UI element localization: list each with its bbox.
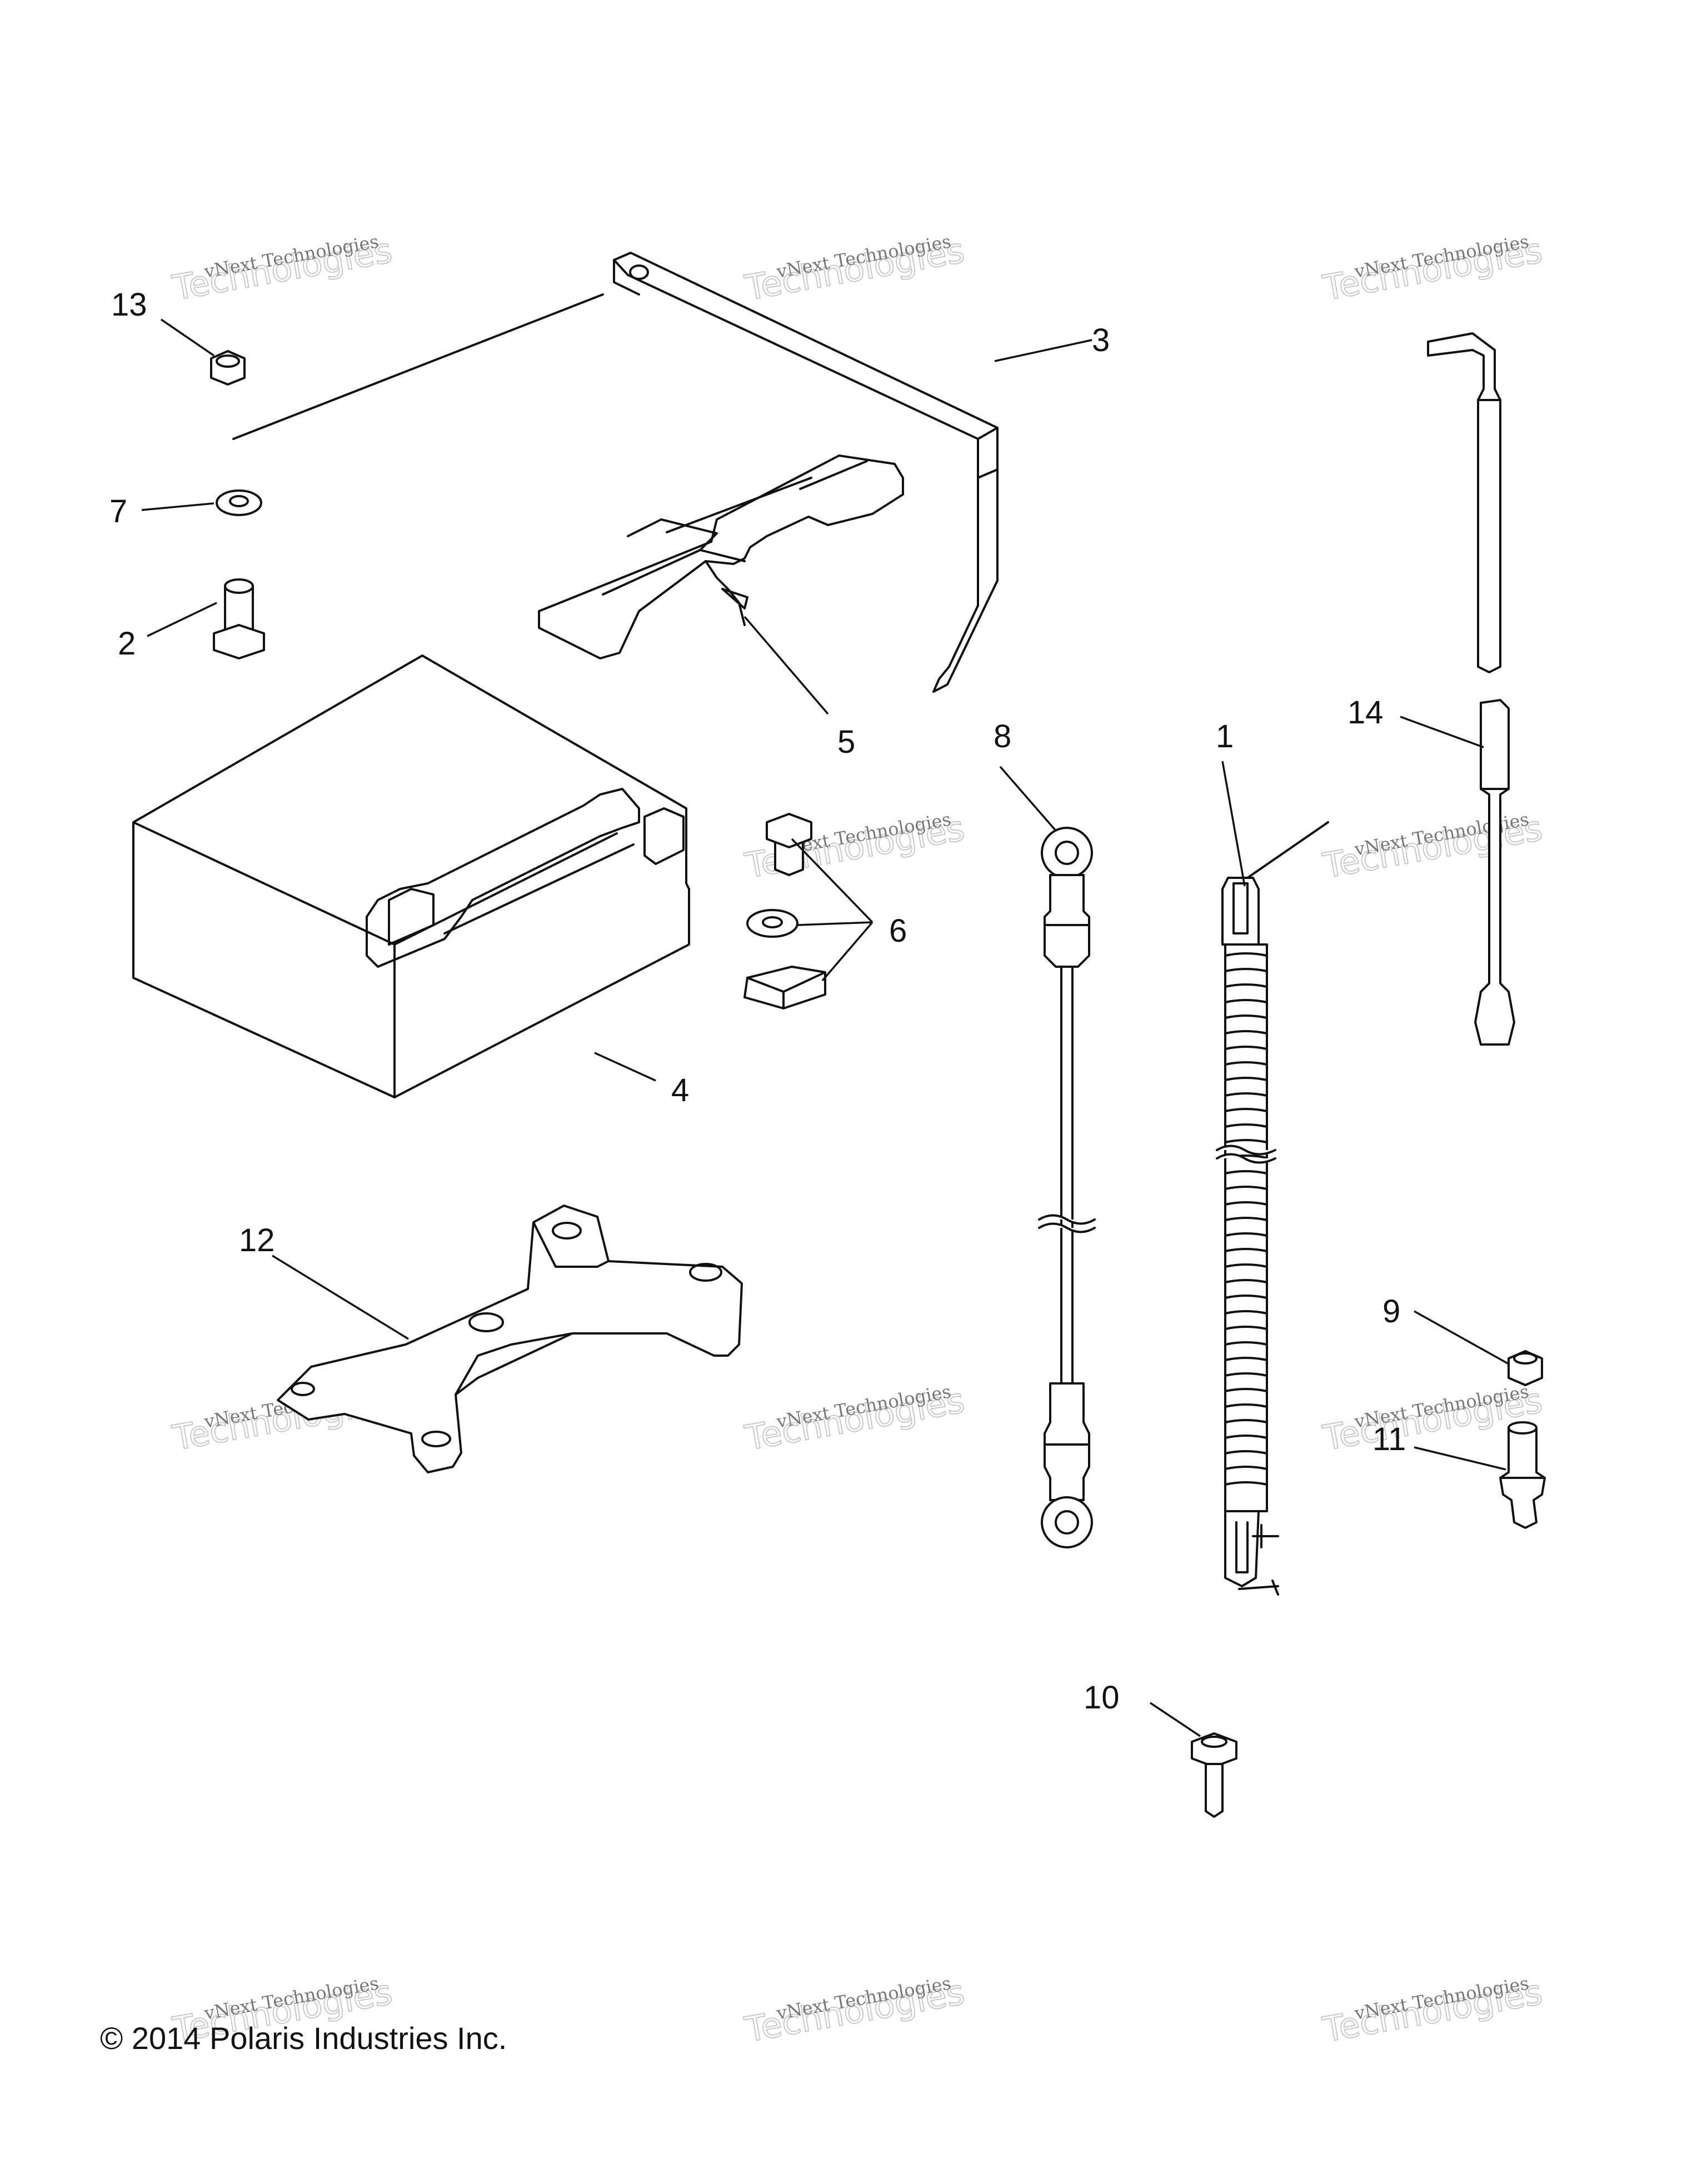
callout-12: 12: [239, 1222, 275, 1258]
vent-tube-rib: [1224, 1341, 1268, 1346]
part-5-battery-bracket: [538, 454, 904, 659]
vent-tube-rib: [1224, 1372, 1268, 1377]
vent-tube-rib: [1224, 1014, 1268, 1019]
part-10-flange-bolt: [1191, 1732, 1237, 1818]
vent-tube-rib: [1224, 1077, 1268, 1081]
part-11-stud-bolt: [1499, 1421, 1546, 1529]
callout-5: 5: [837, 724, 855, 760]
vent-tube-rib: [1224, 999, 1268, 1003]
vent-tube-rib: [1224, 1481, 1268, 1486]
callout-13: 13: [111, 287, 147, 323]
vent-tube-rib: [1224, 968, 1268, 972]
callout-8: 8: [994, 718, 1011, 754]
part-8-battery-cable: [1038, 827, 1096, 1548]
vent-tube-rib: [1224, 1170, 1268, 1175]
callout-6: 6: [889, 913, 907, 949]
vent-tube-rib: [1224, 1061, 1268, 1066]
vent-tube-rib: [1224, 1248, 1268, 1252]
vent-tube-rib: [1224, 1403, 1268, 1408]
vent-tube-rib: [1224, 1217, 1268, 1221]
vent-tube-rib: [1224, 1419, 1268, 1423]
callout-4: 4: [671, 1072, 689, 1108]
vent-tube-rib: [1224, 1435, 1268, 1439]
part-14-cable-upper: [1427, 332, 1501, 673]
vent-tube-rib: [1224, 1450, 1268, 1455]
vent-tube-rib: [1224, 1326, 1268, 1330]
callout-1: 1: [1216, 718, 1234, 754]
callout-11: 11: [1372, 1421, 1406, 1457]
part-13-nut: [210, 350, 246, 386]
vent-tube-rib: [1224, 1201, 1268, 1206]
part-12-cross-bracket: [277, 1205, 743, 1473]
leader-lines: [141, 318, 1509, 1737]
part-9-flange-nut: [1508, 1350, 1543, 1386]
vent-tube-rib: [1224, 952, 1268, 957]
part-2-bolt: [213, 578, 265, 659]
vent-tube-rib: [1224, 1388, 1268, 1392]
part-3-hold-down-strap: [232, 252, 999, 693]
vent-tube-rib: [1224, 1466, 1268, 1470]
vent-tube-rib: [1224, 1139, 1268, 1143]
callout-labels: 13 3 7 2 5 8 1 14 6 4 12 9 11 10: [109, 287, 1406, 1716]
vent-tube-rib: [1224, 1295, 1268, 1299]
vent-tube-rib: [1224, 1232, 1268, 1237]
vent-tube-rib: [1224, 1186, 1268, 1190]
vent-tube-rib: [1224, 1310, 1268, 1315]
callout-7: 7: [109, 493, 127, 529]
copyright-notice: © 2014 Polaris Industries Inc.: [100, 2021, 507, 2056]
vent-tube-rib: [1224, 1092, 1268, 1097]
vent-tube-rib: [1224, 983, 1268, 988]
vent-tube-rib: [1224, 1279, 1268, 1283]
callout-3: 3: [1092, 322, 1110, 358]
callout-9: 9: [1382, 1293, 1400, 1330]
part-7-washer: [216, 489, 262, 516]
part-1-vent-tube: [1216, 821, 1329, 1596]
callout-14: 14: [1347, 694, 1384, 731]
callout-2: 2: [118, 626, 136, 662]
vent-tube-rib: [1224, 1263, 1268, 1268]
vent-tube-ribs: [1224, 952, 1268, 1486]
vent-tube-rib: [1224, 1357, 1268, 1361]
part-14-cable-lower: [1474, 699, 1515, 1046]
part-4-battery: [132, 654, 690, 1098]
vent-tube-rib: [1224, 1108, 1268, 1112]
part-6-hardware-set: [743, 813, 826, 1009]
callout-10: 10: [1084, 1680, 1120, 1716]
vent-tube-rib: [1224, 1046, 1268, 1050]
vent-tube-rib: [1224, 1123, 1268, 1128]
vent-tube-rib: [1224, 1030, 1268, 1034]
